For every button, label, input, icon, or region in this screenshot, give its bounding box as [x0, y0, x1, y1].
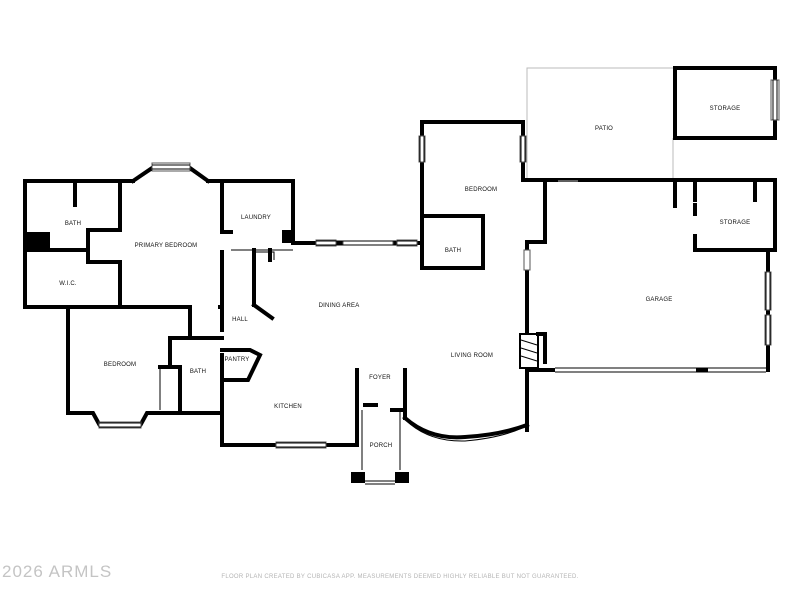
room-label-patio: PATIO	[595, 126, 613, 132]
room-label-bath-west: BATH	[190, 369, 206, 375]
room-label-dining-area: DINING AREA	[319, 303, 360, 309]
room-label-bath-primary: BATH	[65, 221, 81, 227]
room-label-kitchen: KITCHEN	[274, 404, 302, 410]
room-label-bedroom-west: BEDROOM	[104, 362, 136, 368]
room-label-storage-top: STORAGE	[710, 106, 741, 112]
room-label-wic: W.I.C.	[59, 281, 77, 287]
room-label-garage: GARAGE	[646, 297, 673, 303]
room-label-bedroom-north: BEDROOM	[465, 187, 497, 193]
room-label-primary-bedroom: PRIMARY BEDROOM	[135, 243, 198, 249]
disclaimer-footer: FLOOR PLAN CREATED BY CUBICASA APP. MEAS…	[221, 574, 579, 580]
main-house-walls	[23, 162, 530, 485]
storage-top-walls	[673, 66, 780, 140]
room-label-laundry: LAUNDRY	[241, 215, 271, 221]
room-label-porch: PORCH	[370, 443, 393, 449]
watermark: 2026 ARMLS	[2, 562, 113, 581]
room-label-pantry: PANTRY	[225, 357, 250, 363]
room-label-storage-garage: STORAGE	[720, 220, 751, 226]
room-label-bath-north: BATH	[445, 248, 461, 254]
bedroom-north-walls	[418, 120, 547, 270]
room-label-hall: HALL	[232, 317, 248, 323]
patio-outline	[526, 67, 675, 182]
room-label-living-room: LIVING ROOM	[451, 353, 493, 359]
garage-walls	[519, 178, 777, 432]
room-label-foyer: FOYER	[369, 375, 391, 381]
